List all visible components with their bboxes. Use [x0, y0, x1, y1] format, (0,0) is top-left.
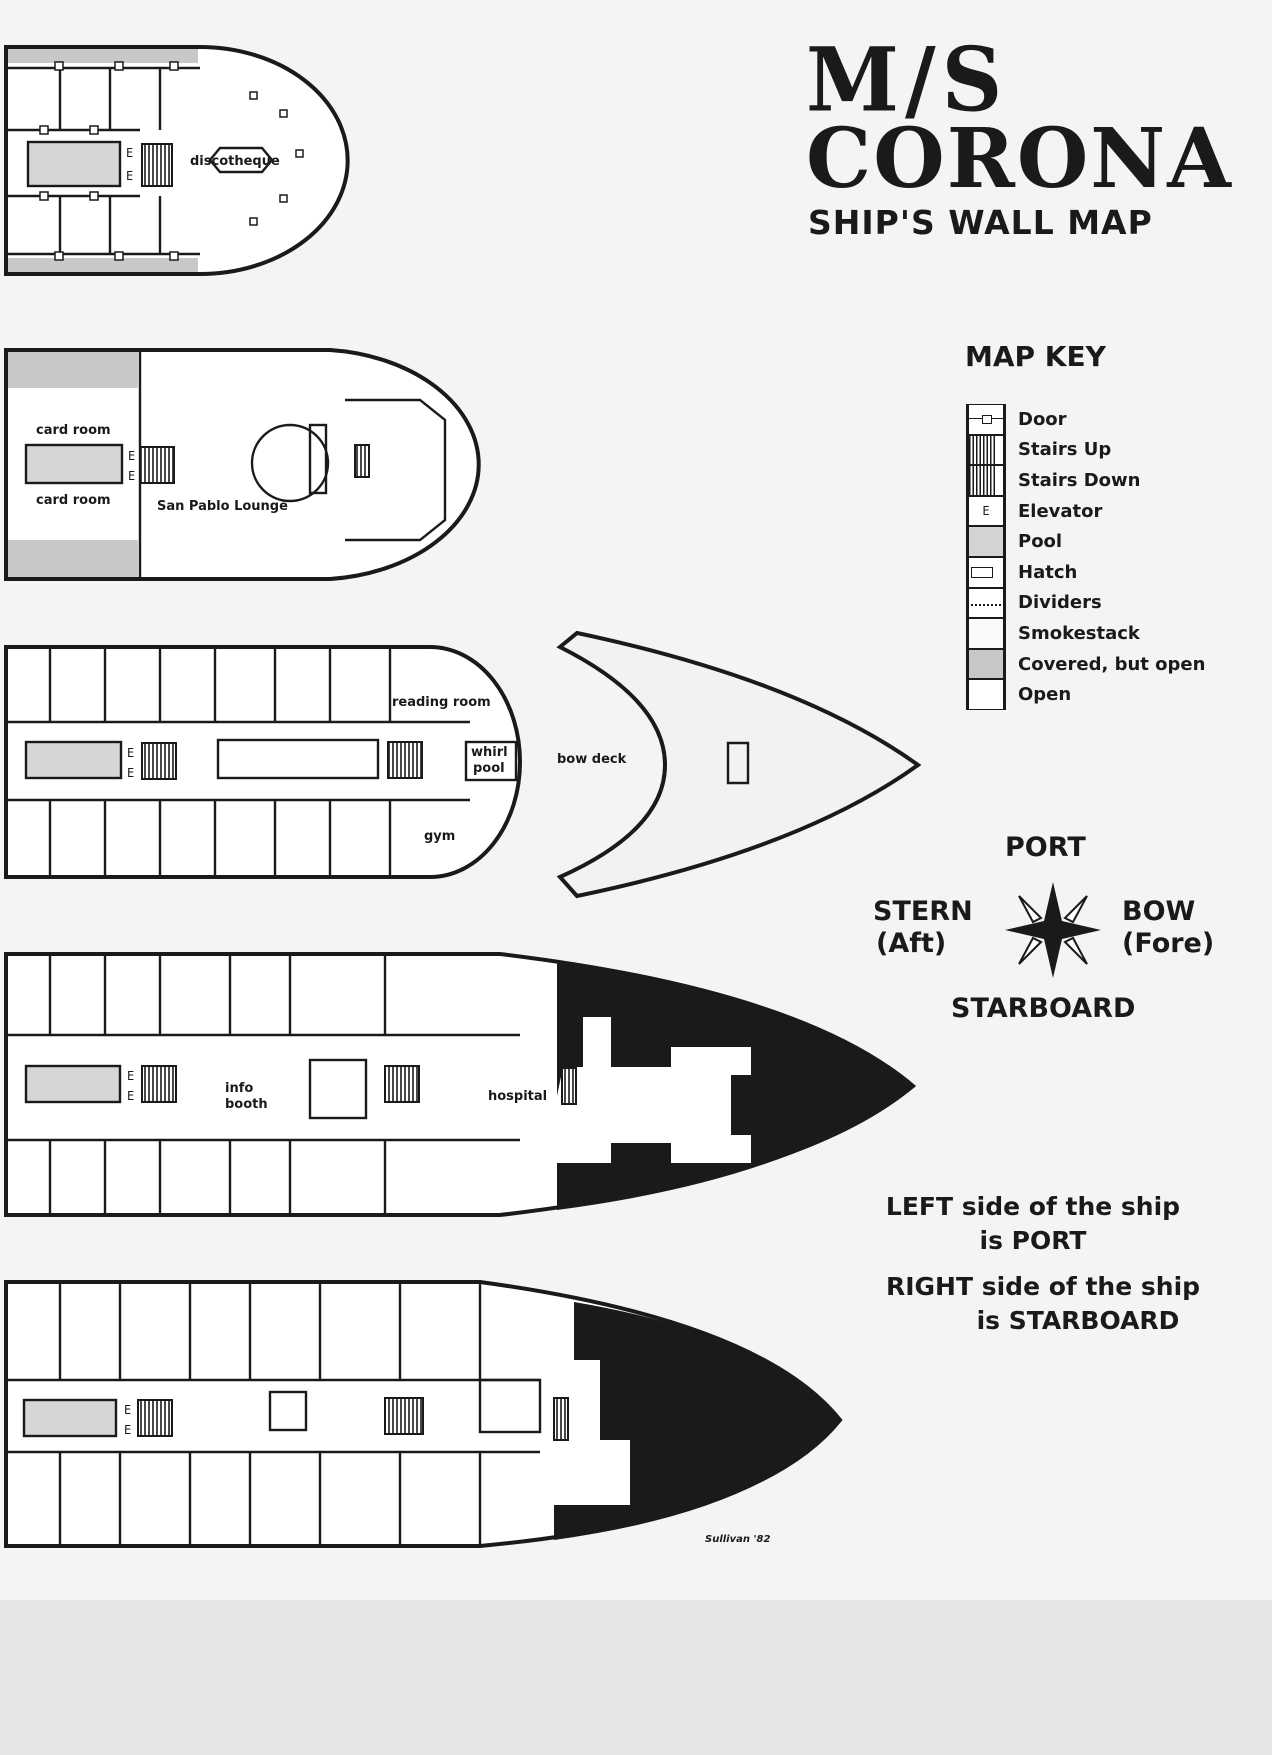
svg-text:E: E [124, 1423, 131, 1437]
svg-text:E: E [124, 1403, 131, 1417]
deck-1: EE discotheque [4, 45, 350, 276]
label-info: info [225, 1081, 253, 1096]
key-item-stairs-up: Stairs Up [966, 434, 1205, 466]
smokestack-icon [966, 618, 1006, 649]
label-bow-deck: bow deck [557, 752, 627, 767]
stairs-up-icon [966, 434, 1006, 466]
key-item-stairs-down: Stairs Down [966, 465, 1205, 496]
deck-3: EE reading room whirl pool bow deck gym [4, 630, 922, 899]
label-pool: pool [473, 761, 505, 776]
map-key-title: MAP KEY [965, 340, 1106, 373]
rule-left-port: LEFT side of the ship is PORT [868, 1190, 1198, 1258]
title-corona: CORONA [806, 111, 1233, 207]
label-discotheque: discotheque [190, 154, 280, 169]
key-item-smokestack: Smokestack [966, 618, 1205, 649]
deck-4: EE info booth hospital [4, 952, 917, 1217]
label-reading-room: reading room [392, 695, 491, 710]
open-icon [966, 679, 1006, 710]
compass-rose-icon [1005, 882, 1101, 978]
page-bottom-margin [0, 1600, 1272, 1755]
rule-left-line1: LEFT side of the ship [885, 1192, 1181, 1221]
compass-starboard: STARBOARD [951, 993, 1136, 1024]
svg-text:E: E [128, 469, 135, 483]
title-ms: M/S [806, 27, 1009, 132]
key-item-hatch: Hatch [966, 556, 1205, 588]
label-card-room-1: card room [36, 423, 111, 438]
rule-left-line2: is PORT [979, 1225, 1087, 1255]
rule-right-line1: RIGHT side of the ship [885, 1272, 1201, 1301]
key-item-covered: Covered, but open [966, 648, 1205, 680]
key-item-pool: Pool [966, 526, 1205, 557]
svg-text:E: E [127, 1089, 134, 1103]
elevator-icon: E [966, 495, 1006, 527]
compass-stern: STERN [873, 896, 973, 927]
svg-text:E: E [127, 1069, 134, 1083]
label-san-pablo-lounge: San Pablo Lounge [157, 499, 288, 514]
deck-2: EE card room card room San Pablo Lounge [4, 348, 481, 581]
svg-text:E: E [127, 746, 134, 760]
stairs-down-icon [966, 465, 1006, 496]
subtitle: SHIP'S WALL MAP [808, 203, 1153, 242]
compass-stern-sub: (Aft) [876, 928, 947, 959]
deck-5: EE Sullivan '82 [4, 1280, 843, 1548]
label-card-room-2: card room [36, 493, 111, 508]
label-whirl: whirl [471, 745, 508, 760]
key-item-dividers: Dividers [966, 587, 1205, 619]
door-icon [966, 404, 1006, 435]
rule-right-line2: is STARBOARD [976, 1305, 1180, 1335]
label-booth: booth [225, 1097, 268, 1112]
compass-port: PORT [1005, 832, 1086, 863]
rule-right-starboard: RIGHT side of the ship is STARBOARD [868, 1270, 1218, 1338]
covered-icon [966, 648, 1006, 680]
hatch-icon [966, 556, 1006, 588]
compass-bow-sub: (Fore) [1122, 928, 1215, 959]
svg-text:E: E [126, 146, 133, 160]
svg-text:E: E [127, 766, 134, 780]
artist-signature: Sullivan '82 [705, 1534, 770, 1545]
svg-text:E: E [128, 449, 135, 463]
key-item-door: Door [966, 404, 1205, 435]
key-item-open: Open [966, 679, 1205, 710]
label-gym: gym [424, 829, 455, 844]
pool-icon [966, 526, 1006, 557]
label-hospital: hospital [488, 1089, 547, 1104]
compass-bow: BOW [1122, 896, 1196, 927]
dividers-icon [966, 587, 1006, 619]
svg-text:E: E [126, 169, 133, 183]
